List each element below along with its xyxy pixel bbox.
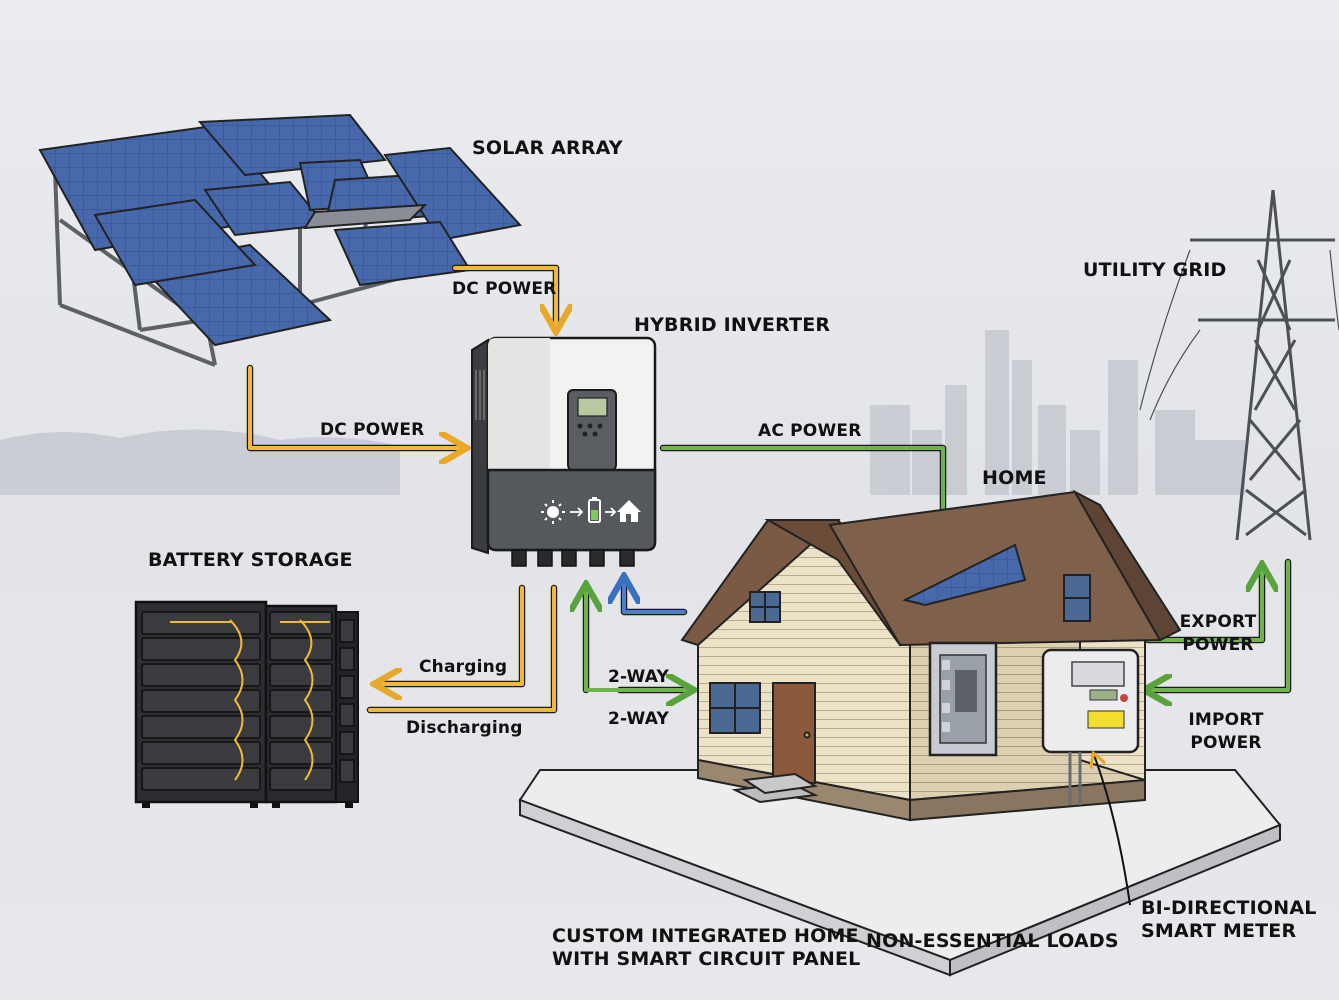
utility-grid-label: UTILITY GRID — [1083, 259, 1227, 281]
home — [518, 489, 1282, 977]
battery-storage — [134, 600, 359, 808]
battery-module — [339, 647, 355, 671]
two-way-bottom-label: 2-WAY — [608, 709, 669, 729]
battery-module — [269, 715, 333, 739]
import-power-label: IMPORT POWER — [1188, 710, 1264, 753]
smart-meter-label: BI-DIRECTIONAL SMART METER — [1141, 897, 1317, 942]
export-power-arrow — [1146, 568, 1262, 642]
dc-power-left-arrow — [248, 366, 463, 448]
utility-tower — [1139, 189, 1339, 541]
non-essential-loads-label: NON-ESSENTIAL LOADS — [866, 930, 1119, 952]
discharging-label: Discharging — [406, 718, 523, 738]
battery-module — [269, 689, 333, 713]
battery-module — [269, 767, 333, 791]
custom-integrated-home-label: CUSTOM INTEGRATED HOME WITH SMART CIRCUI… — [552, 925, 861, 970]
battery-storage-label: BATTERY STORAGE — [148, 549, 353, 571]
smart-circuit-panel — [928, 641, 998, 757]
solar-array-label: SOLAR ARRAY — [472, 137, 623, 159]
hybrid-inverter — [471, 336, 657, 567]
export-power-label: EXPORT POWER — [1179, 612, 1257, 655]
discharging-arrow — [368, 586, 556, 712]
battery-module — [141, 715, 261, 739]
battery-module — [339, 759, 355, 783]
two-way-top-label: 2-WAY — [608, 667, 669, 687]
import-power-arrow — [1148, 560, 1290, 690]
battery-module — [269, 663, 333, 687]
battery-icon — [588, 497, 601, 523]
battery-module — [339, 619, 355, 643]
battery-module — [269, 637, 333, 661]
home-label: HOME — [982, 467, 1047, 489]
battery-module — [141, 637, 261, 661]
battery-module — [339, 703, 355, 727]
battery-module — [141, 741, 261, 765]
battery-module — [269, 741, 333, 765]
battery-module — [141, 689, 261, 713]
smart-meter — [1041, 648, 1140, 805]
house-icon — [617, 500, 641, 522]
solar-array — [38, 113, 522, 367]
dc-power-left-label: DC POWER — [320, 420, 425, 440]
backup-return-arrow — [624, 580, 686, 614]
charging-arrow — [378, 586, 524, 684]
battery-module — [141, 663, 261, 687]
battery-module — [339, 675, 355, 699]
charging-label: Charging — [419, 657, 508, 677]
ac-power-label: AC POWER — [758, 421, 862, 441]
sun-icon — [541, 500, 565, 524]
battery-module — [141, 767, 261, 791]
flow-arrows — [246, 264, 1292, 714]
dc-power-top-label: DC POWER — [452, 279, 557, 299]
hybrid-inverter-label: HYBRID INVERTER — [634, 314, 831, 336]
battery-module — [339, 731, 355, 755]
dc-power-top-arrow — [453, 266, 556, 328]
